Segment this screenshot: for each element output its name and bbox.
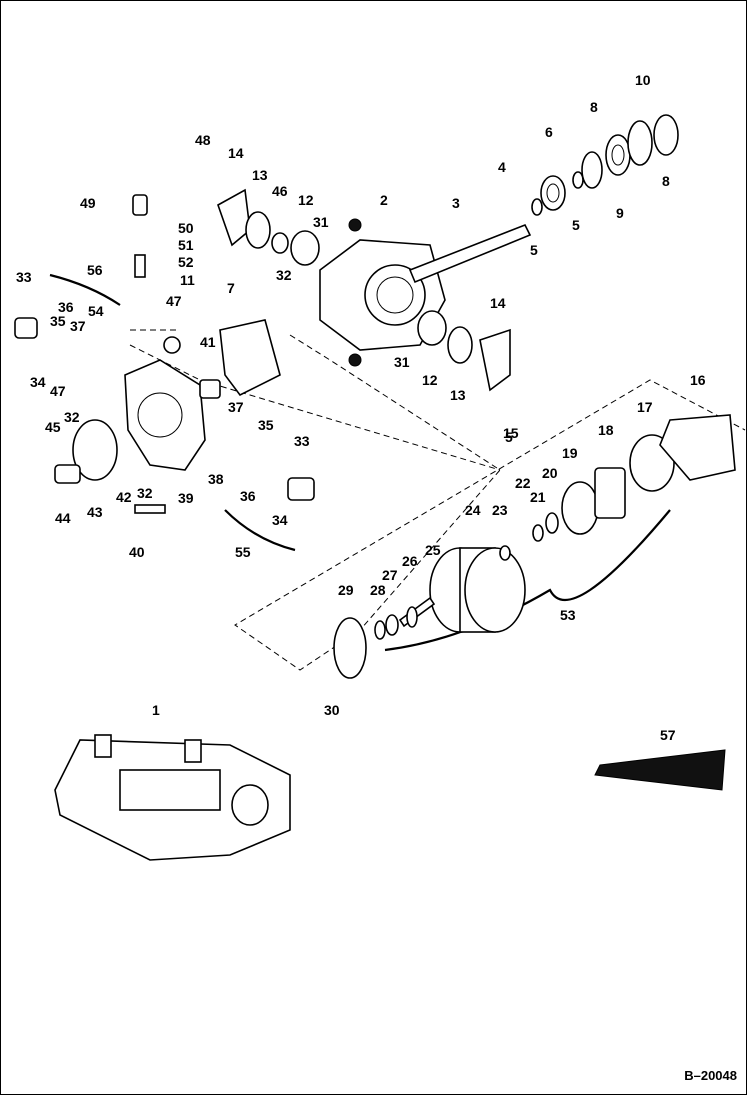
callout-37-b: 37 xyxy=(228,399,244,415)
callout-54: 54 xyxy=(88,303,104,319)
callout-47-a: 47 xyxy=(166,293,182,309)
callout-26: 26 xyxy=(402,553,418,569)
callout-38: 38 xyxy=(208,471,224,487)
callout-10: 10 xyxy=(635,72,651,88)
callout-33-b: 33 xyxy=(294,433,310,449)
callout-55: 55 xyxy=(235,544,251,560)
callout-56: 56 xyxy=(87,262,103,278)
callout-50: 50 xyxy=(178,220,194,236)
group-braces xyxy=(49,273,671,652)
rotating-group xyxy=(333,414,736,679)
callout-5-c: 5 xyxy=(505,429,513,445)
callout-5-b: 5 xyxy=(572,217,580,233)
callout-47-b: 47 xyxy=(50,383,66,399)
callout-7: 7 xyxy=(227,280,235,296)
callout-13-a: 13 xyxy=(252,167,268,183)
callout-34-a: 34 xyxy=(30,374,46,390)
callout-27: 27 xyxy=(382,567,398,583)
callout-29: 29 xyxy=(338,582,354,598)
callout-49: 49 xyxy=(80,195,96,211)
callout-44: 44 xyxy=(55,510,71,526)
callout-8-a: 8 xyxy=(590,99,598,115)
callout-32-a: 32 xyxy=(276,267,292,283)
callout-51: 51 xyxy=(178,237,194,253)
assembly-outlines xyxy=(129,329,746,671)
callout-52: 52 xyxy=(178,254,194,270)
reference-code: B–20048 xyxy=(684,1068,737,1083)
callout-41: 41 xyxy=(200,334,216,350)
callout-28: 28 xyxy=(370,582,386,598)
callout-43: 43 xyxy=(87,504,103,520)
callout-32-b: 32 xyxy=(64,409,80,425)
callout-34-b: 34 xyxy=(272,512,288,528)
callout-18: 18 xyxy=(598,422,614,438)
callout-36-a: 36 xyxy=(58,299,74,315)
callout-35-a: 35 xyxy=(50,313,66,329)
callout-2: 2 xyxy=(380,192,388,208)
callout-12-a: 12 xyxy=(298,192,314,208)
callout-15: 15 xyxy=(503,425,519,441)
pump-housing xyxy=(319,239,446,367)
callout-20: 20 xyxy=(542,465,558,481)
callout-13-b: 13 xyxy=(450,387,466,403)
decal-part-57 xyxy=(594,749,726,791)
callout-57: 57 xyxy=(660,727,676,743)
callout-42: 42 xyxy=(116,489,132,505)
callout-46: 46 xyxy=(272,183,288,199)
callout-35-b: 35 xyxy=(258,417,274,433)
callout-16: 16 xyxy=(690,372,706,388)
callout-labels: 1 2 3 4 5 5 5 6 7 8 8 9 10 11 12 12 13 1… xyxy=(16,72,706,743)
callout-31-a: 31 xyxy=(313,214,329,230)
callout-4: 4 xyxy=(498,159,506,175)
callout-53: 53 xyxy=(560,607,576,623)
callout-14-b: 14 xyxy=(490,295,506,311)
callout-31-b: 31 xyxy=(394,354,410,370)
callout-30: 30 xyxy=(324,702,340,718)
callout-36-b: 36 xyxy=(240,488,256,504)
callout-45: 45 xyxy=(45,419,61,435)
end-cap-assembly xyxy=(14,194,315,514)
callout-5-a: 5 xyxy=(530,242,538,258)
callout-9: 9 xyxy=(616,205,624,221)
callout-11: 11 xyxy=(180,272,195,288)
bearings-and-rings xyxy=(531,114,679,216)
callout-48: 48 xyxy=(195,132,211,148)
callout-25: 25 xyxy=(425,542,441,558)
callout-3: 3 xyxy=(452,195,460,211)
drive-shaft xyxy=(408,223,532,284)
callout-39: 39 xyxy=(178,490,194,506)
callout-23: 23 xyxy=(492,502,508,518)
covers-and-seals xyxy=(217,188,511,392)
callout-33-a: 33 xyxy=(16,269,32,285)
callout-14-a: 14 xyxy=(228,145,244,161)
callout-8-b: 8 xyxy=(662,173,670,189)
callout-40: 40 xyxy=(129,544,145,560)
complete-pump-assembly xyxy=(54,734,291,861)
callout-17: 17 xyxy=(637,399,653,415)
callout-12-b: 12 xyxy=(422,372,438,388)
callout-21: 21 xyxy=(530,489,546,505)
callout-6: 6 xyxy=(545,124,553,140)
callout-19: 19 xyxy=(562,445,578,461)
callout-32-c: 32 xyxy=(137,485,153,501)
callout-1: 1 xyxy=(152,702,160,718)
callout-24: 24 xyxy=(465,502,481,518)
callout-22: 22 xyxy=(515,475,531,491)
callout-37-a: 37 xyxy=(70,318,86,334)
